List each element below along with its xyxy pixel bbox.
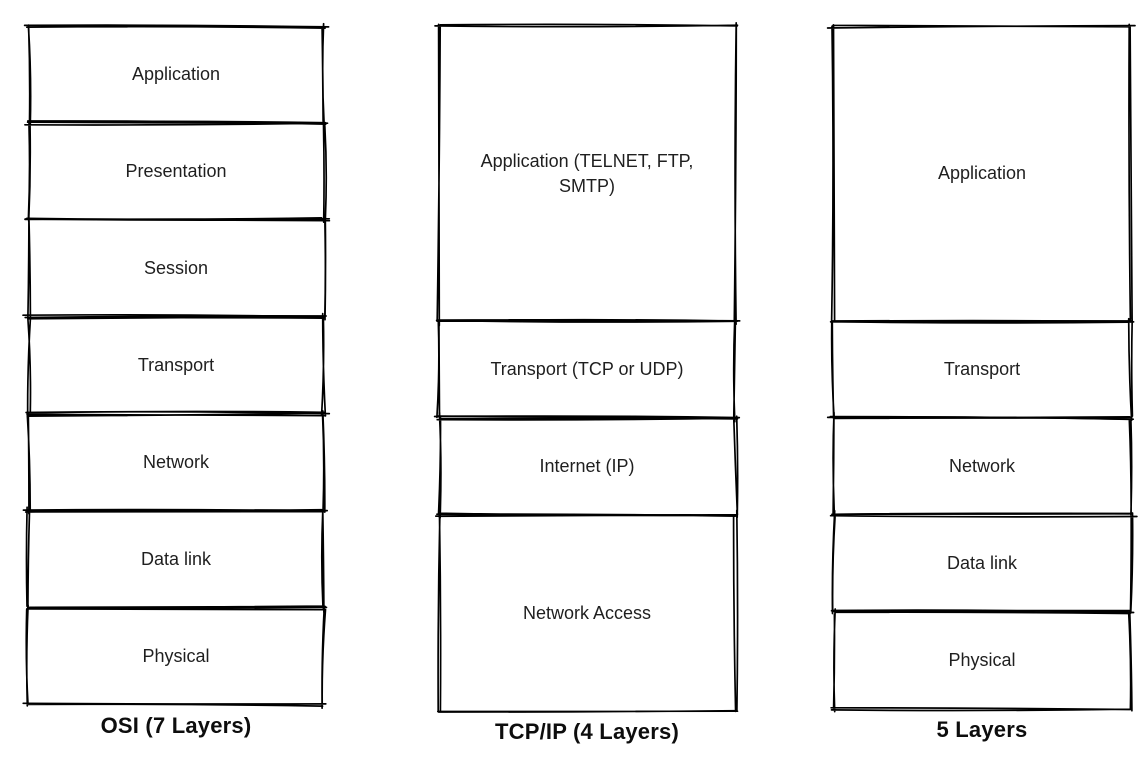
layer-label: Transport bbox=[137, 355, 215, 376]
layer-stack: Application Transport Network Data link … bbox=[826, 23, 1138, 713]
layer-label: Physical bbox=[142, 646, 210, 667]
model-caption: 5 Layers bbox=[936, 717, 1028, 742]
layer-box: Application bbox=[826, 23, 1136, 324]
model-column: Application (TELNET, FTP, SMTP) Transpor… bbox=[433, 21, 741, 745]
layer-box: Internet (IP) bbox=[436, 411, 739, 519]
layer-label: Data link bbox=[140, 549, 212, 570]
layer-box: Network bbox=[22, 410, 328, 515]
layer-box: Transport bbox=[829, 317, 1135, 422]
layer-label: Network bbox=[948, 456, 1015, 477]
layer-label: Application bbox=[131, 64, 221, 85]
layer-label: Physical bbox=[948, 650, 1016, 671]
layer-box: Data link bbox=[829, 509, 1138, 615]
layer-label: Network bbox=[142, 452, 209, 473]
layer-stack: Application Presentation Session Transpo… bbox=[22, 22, 331, 710]
layer-label: Presentation bbox=[125, 161, 227, 182]
layer-box: Physical bbox=[830, 608, 1133, 713]
model-caption: OSI (7 Layers) bbox=[100, 713, 252, 738]
layer-box: Physical bbox=[22, 604, 328, 710]
layer-box: Application (TELNET, FTP, SMTP) bbox=[434, 21, 739, 327]
layer-box: Network bbox=[826, 411, 1134, 519]
layer-box: Transport bbox=[24, 312, 331, 419]
layer-label: Application (TELNET, FTP, SMTP) bbox=[480, 151, 694, 196]
layer-label: Transport bbox=[943, 359, 1021, 380]
layer-label: Network Access bbox=[522, 602, 652, 623]
layer-box: Network Access bbox=[434, 509, 739, 713]
layer-label: Data link bbox=[946, 553, 1018, 574]
model-column: Application Presentation Session Transpo… bbox=[22, 22, 331, 739]
layer-box: Transport (TCP or UDP) bbox=[433, 318, 741, 423]
layer-label: Application bbox=[937, 163, 1027, 184]
layer-label: Internet (IP) bbox=[539, 456, 635, 477]
layer-label: Session bbox=[143, 258, 209, 279]
layer-box: Presentation bbox=[24, 119, 331, 224]
model-caption: TCP/IP (4 Layers) bbox=[495, 719, 679, 744]
layer-box: Data link bbox=[24, 506, 329, 613]
layer-stack: Application (TELNET, FTP, SMTP) Transpor… bbox=[433, 21, 741, 713]
layer-box: Session bbox=[22, 216, 331, 321]
layer-label: Transport (TCP or UDP) bbox=[490, 359, 684, 380]
model-column: Application Transport Network Data link … bbox=[826, 23, 1138, 743]
layer-box: Application bbox=[23, 22, 330, 128]
